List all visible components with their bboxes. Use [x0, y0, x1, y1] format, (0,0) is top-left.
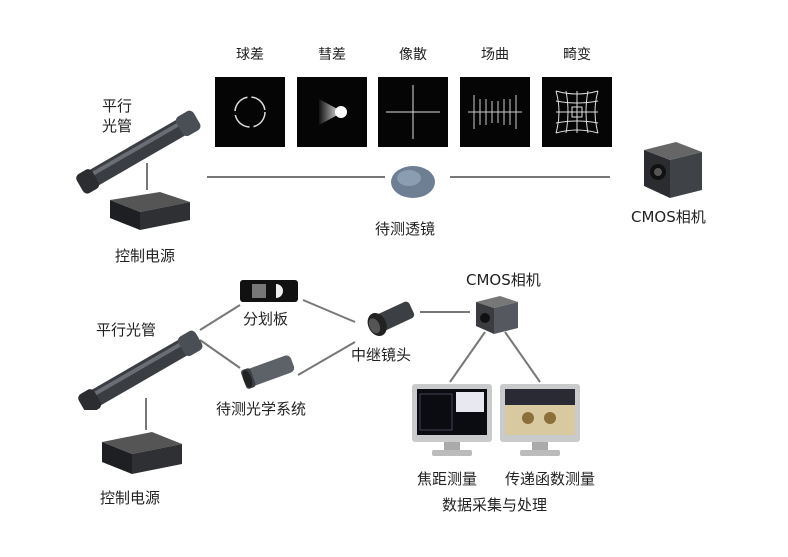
- field-curvature-image: [460, 77, 530, 147]
- astigmatism-image: [378, 77, 448, 147]
- optical-system-under-test-icon: [241, 355, 295, 389]
- cmos-camera-label-bottom: CMOS相机: [466, 271, 541, 289]
- cmos-camera-top: [644, 142, 702, 198]
- relay-lens-icon: [367, 301, 415, 337]
- aberration-label-astigmatism: 像散: [399, 47, 427, 63]
- spherical-aberration-image: [215, 77, 285, 147]
- focal-length-measurement-label: 焦距测量: [417, 470, 478, 488]
- power-controller-box-bottom: [102, 432, 182, 474]
- aberration-label-distortion: 畸变: [563, 47, 591, 63]
- system-under-test-label: 待测光学系统: [216, 400, 307, 418]
- lens-under-test-label: 待测透镜: [375, 220, 436, 238]
- data-processing-label: 数据采集与处理: [442, 496, 548, 514]
- collimator-tube-bottom: [78, 330, 203, 410]
- lens-under-test-icon: [391, 166, 435, 198]
- reticle-label: 分划板: [243, 310, 289, 328]
- relay-lens-label: 中继镜头: [351, 346, 412, 364]
- monitor-focal-length: [412, 384, 492, 456]
- cmos-camera-label-top: CMOS相机: [631, 208, 706, 226]
- monitor-mtf: [500, 384, 580, 456]
- controller-label-top: 控制电源: [115, 247, 176, 265]
- collimator-label-top: 平行 光管: [102, 97, 133, 135]
- coma-aberration-image: [297, 77, 367, 147]
- controller-label-bottom: 控制电源: [100, 489, 161, 507]
- aberration-label-field-curvature: 场曲: [481, 47, 509, 63]
- mtf-measurement-label: 传递函数测量: [505, 470, 596, 488]
- reticle-plate-icon: [240, 280, 298, 302]
- cmos-camera-bottom: [476, 296, 518, 334]
- collimator-label-bottom: 平行光管: [96, 321, 157, 339]
- distortion-image: [542, 77, 612, 147]
- aberration-label-coma: 彗差: [318, 47, 346, 63]
- aberration-label-spherical: 球差: [236, 47, 264, 63]
- power-controller-box-top: [110, 192, 190, 230]
- collimator-tube-top: [76, 110, 201, 194]
